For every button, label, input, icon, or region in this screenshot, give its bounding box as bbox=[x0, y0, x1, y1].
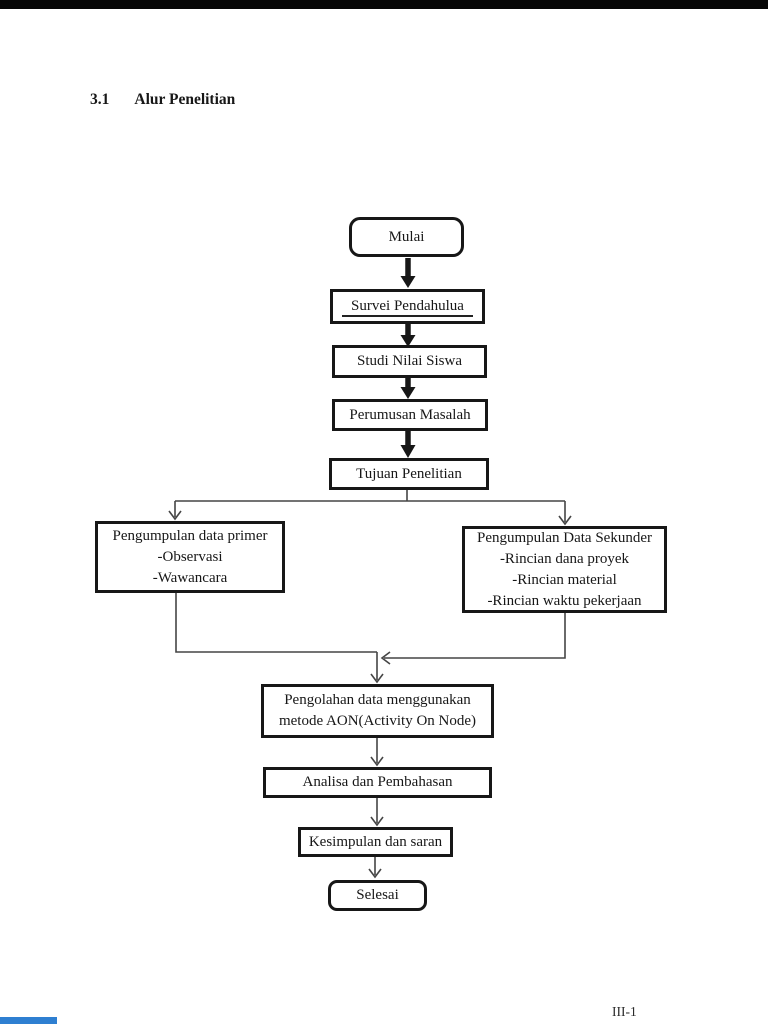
scan-top-bar bbox=[0, 0, 768, 9]
section-number: 3.1 bbox=[90, 91, 110, 108]
node-label: -Rincian material bbox=[512, 571, 617, 588]
node-label: Tujuan Penelitian bbox=[356, 465, 462, 482]
arrowhead-studi-perumusan bbox=[400, 387, 416, 399]
sekunder-merge-line bbox=[384, 613, 566, 659]
node-label: Pengumpulan data primer bbox=[112, 527, 268, 544]
node-label: Analisa dan Pembahasan bbox=[302, 774, 453, 790]
arrowhead-to-analisa bbox=[370, 756, 384, 767]
corner-blue-mark bbox=[0, 1017, 57, 1024]
flow-node-selesai: Selesai bbox=[328, 880, 427, 911]
flow-node-pengolahan-data: Pengolahan data menggunakan metode AON(A… bbox=[261, 684, 494, 738]
node-label: Studi Nilai Siswa bbox=[356, 353, 462, 369]
survei-underline bbox=[342, 315, 473, 317]
flow-node-analisa-dan-pembahasan: Analisa dan Pembahasan bbox=[263, 767, 492, 798]
node-label: Survei Pendahulua bbox=[351, 298, 464, 314]
primer-merge-line bbox=[175, 593, 377, 653]
node-label: -Observasi bbox=[157, 548, 223, 565]
arrowhead-to-selesai bbox=[368, 868, 382, 879]
node-label: -Rincian waktu pekerjaan bbox=[487, 592, 642, 609]
flow-node-pengumpulan-data-primer: Pengumpulan data primer -Observasi -Wawa… bbox=[95, 521, 285, 593]
flow-node-survei-pendahulua: Survei Pendahulua bbox=[330, 289, 485, 324]
node-label: Pengolahan data menggunakan bbox=[284, 692, 471, 708]
arrowhead-merge-left bbox=[380, 651, 391, 665]
arrowhead-to-kesimpulan bbox=[370, 816, 384, 827]
flow-node-kesimpulan-dan-saran: Kesimpulan dan saran bbox=[298, 827, 453, 857]
arrowhead-to-pengolahan bbox=[370, 673, 384, 684]
node-label: metode AON(Activity On Node) bbox=[278, 713, 477, 729]
arrowhead-to-primer bbox=[168, 510, 182, 521]
node-label: Mulai bbox=[388, 228, 425, 245]
node-label: Kesimpulan dan saran bbox=[308, 833, 443, 850]
node-label: Pengumpulan Data Sekunder bbox=[477, 529, 652, 546]
arrowhead-perumusan-tujuan bbox=[400, 445, 416, 458]
flow-node-tujuan-penelitian: Tujuan Penelitian bbox=[329, 458, 489, 490]
node-label: -Wawancara bbox=[152, 569, 228, 586]
flow-node-mulai: Mulai bbox=[349, 217, 464, 257]
arrowhead-mulai-survei bbox=[400, 276, 416, 288]
flow-node-studi-nilai-siswa: Studi Nilai Siswa bbox=[332, 345, 487, 378]
flow-node-perumusan-masalah: Perumusan Masalah bbox=[332, 399, 488, 431]
node-label: -Rincian dana proyek bbox=[499, 550, 630, 567]
page-number: III-1 bbox=[612, 1004, 637, 1019]
section-heading: 3.1 Alur Penelitian bbox=[90, 91, 235, 109]
arrowhead-to-sekunder bbox=[558, 515, 572, 526]
node-label: Perumusan Masalah bbox=[349, 406, 471, 423]
section-title: Alur Penelitian bbox=[134, 91, 236, 108]
node-label: Selesai bbox=[356, 887, 399, 903]
flow-node-pengumpulan-data-sekunder: Pengumpulan Data Sekunder -Rincian dana … bbox=[462, 526, 667, 613]
